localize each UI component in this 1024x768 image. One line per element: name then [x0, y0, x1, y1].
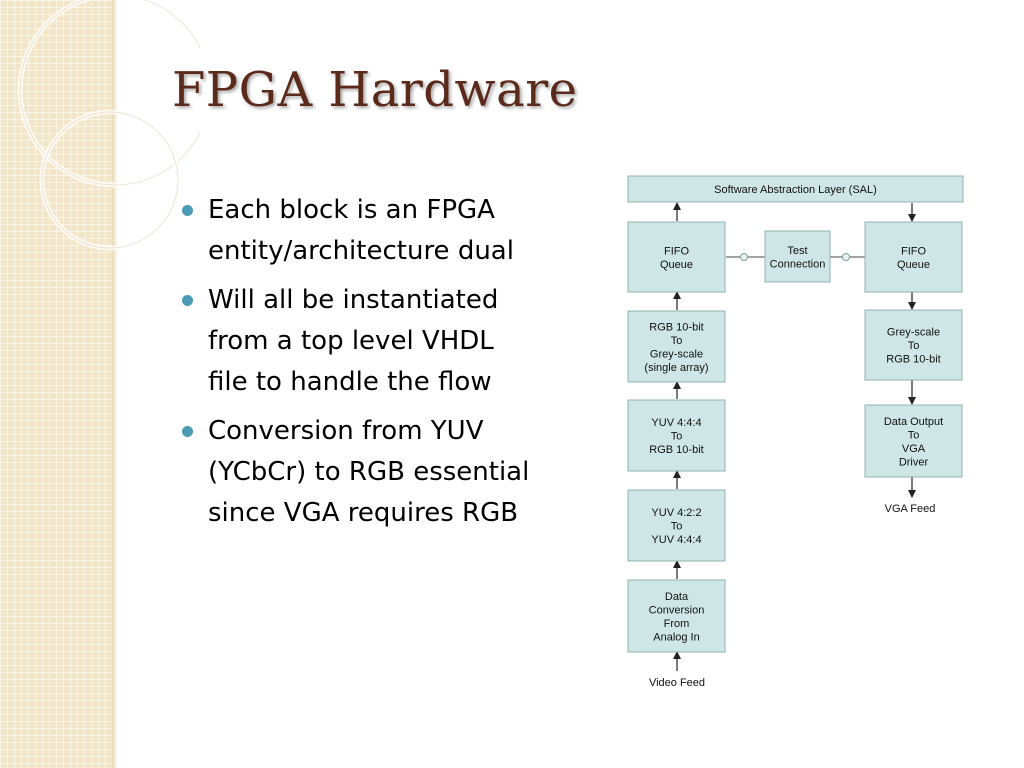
block-label-line: Queue	[660, 259, 693, 271]
link-dot-left	[740, 253, 748, 261]
block-label-line: To	[908, 340, 920, 352]
block-label-line: RGB 10-bit	[649, 444, 703, 456]
block-label-line: Analog In	[653, 631, 699, 643]
block-label-line: To	[908, 429, 920, 441]
bullet-text: Conversion from YUV (YCbCr) to RGB essen…	[208, 416, 530, 528]
block-yuv422-rect	[627, 489, 726, 562]
bullet-item: Each block is an FPGA entity/architectur…	[180, 190, 540, 272]
block-label-line: Conversion	[649, 604, 705, 616]
slide-title: FPGA Hardware	[172, 62, 578, 118]
block-grey-rgb-rect	[864, 309, 963, 381]
bullet-text: Will all be instantiated from a top leve…	[208, 285, 499, 397]
block-label-line: VGA	[902, 443, 926, 455]
block-label-line: Connection	[770, 258, 826, 270]
block-label-line: Test	[787, 245, 807, 257]
block-label-line: YUV 4:4:4	[651, 534, 701, 546]
bullet-item: Conversion from YUV (YCbCr) to RGB essen…	[180, 411, 540, 534]
block-data-conv-rect	[627, 579, 726, 653]
bullet-text: Each block is an FPGA entity/architectur…	[208, 195, 514, 266]
block-label-line: Grey-scale	[887, 327, 940, 339]
block-label-line: RGB 10-bit	[886, 354, 940, 366]
block-label-line: To	[671, 335, 683, 347]
block-fifo-queue-out: FIFO Queue	[864, 221, 963, 293]
block-test-rect	[764, 230, 831, 283]
bullet-dot-icon	[182, 426, 193, 437]
block-rgb-grey-rect	[627, 310, 726, 383]
deco-circle-small-outline	[41, 111, 179, 249]
bullet-item: Will all be instantiated from a top leve…	[180, 280, 540, 403]
block-fifo-in-label: FIFO Queue	[660, 245, 693, 271]
block-yuv444-rgb-rect	[627, 399, 726, 472]
bullet-dot-icon	[182, 205, 193, 216]
video-feed-label: Video Feed	[649, 677, 705, 689]
block-label-line: To	[671, 431, 683, 443]
block-fifo-out-rect	[864, 221, 963, 293]
block-label-line: YUV 4:4:4	[651, 417, 701, 429]
deco-circle-small	[39, 109, 181, 251]
block-label-line: Grey-scale	[650, 348, 703, 360]
block-sal-label: Software Abstraction Layer (SAL)	[714, 184, 877, 196]
block-label-line: Software Abstraction Layer (SAL)	[714, 184, 877, 196]
block-label-line: Data	[665, 591, 689, 603]
block-label-line: Driver	[899, 456, 929, 468]
block-fifo-in-rect	[627, 221, 726, 293]
block-software-abstraction-layer: Software Abstraction Layer (SAL)	[627, 175, 964, 203]
block-label-line: FIFO	[901, 245, 926, 257]
block-label-line: From	[664, 618, 690, 630]
sidebar-edge	[112, 0, 118, 768]
block-label-line: YUV 4:2:2	[651, 507, 701, 519]
vga-feed-label: VGA Feed	[885, 503, 936, 515]
link-dot-right	[842, 253, 850, 261]
block-label-line: (single array)	[644, 362, 708, 374]
bullet-dot-icon	[182, 295, 193, 306]
deco-circle-large	[17, 0, 200, 188]
block-label-line: FIFO	[664, 245, 689, 257]
block-fifo-queue-in: FIFO Queue	[627, 221, 726, 293]
block-data-out-rect	[864, 404, 963, 478]
block-sal-rect	[627, 175, 964, 203]
block-label-line: Data Output	[884, 416, 943, 428]
block-label-line: Queue	[897, 259, 930, 271]
block-fifo-out-label: FIFO Queue	[897, 245, 930, 271]
decorative-sidebar	[0, 0, 112, 768]
bullet-list: Each block is an FPGA entity/architectur…	[180, 190, 540, 542]
block-label-line: To	[671, 521, 683, 533]
block-label-line: RGB 10-bit	[649, 321, 703, 333]
decorative-circles	[17, 0, 200, 251]
deco-circle-large-outline	[19, 0, 200, 186]
